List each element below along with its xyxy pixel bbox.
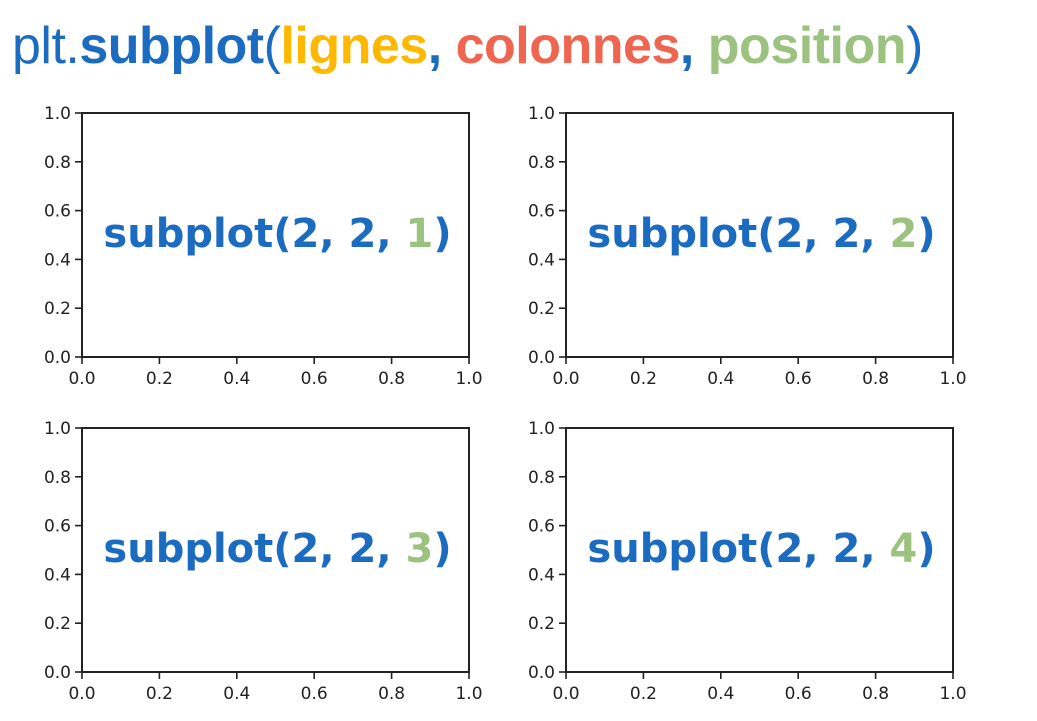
y-tick-label: 0.8 [44, 153, 71, 173]
subplot-label-position: 3 [405, 526, 433, 572]
y-tick-label: 0.0 [528, 348, 555, 368]
x-tick-label: 0.6 [301, 369, 328, 389]
y-tick-label: 1.0 [528, 104, 555, 124]
x-tick-label: 0.4 [223, 369, 250, 389]
subplot-label-suffix: ) [433, 211, 451, 257]
subplot-3: 0.0 0.2 0.4 0.6 0.8 1.0 0.0 0.2 0.4 0.6 0.8 1.0 subp… [44, 419, 483, 704]
x-tick-label: 0.0 [68, 369, 95, 389]
x-tick-label: 0.2 [630, 369, 657, 389]
y-tick-label: 0.4 [44, 565, 71, 585]
subplot-label-suffix: ) [433, 526, 451, 572]
header-arg-cols: colonnes [455, 17, 681, 75]
y-tick-label: 0.8 [528, 153, 555, 173]
header-open-paren: ( [263, 17, 281, 75]
y-tick-label: 0.6 [44, 202, 71, 222]
x-tick-label: 1.0 [455, 684, 482, 704]
x-tick-label: 1.0 [939, 684, 966, 704]
x-tick-label: 0.8 [862, 684, 889, 704]
x-tick-label: 0.8 [378, 684, 405, 704]
y-tick-label: 0.0 [44, 663, 71, 683]
y-tick-label: 0.6 [528, 202, 555, 222]
subplot-label-position: 4 [889, 526, 917, 572]
header-func: subplot [79, 17, 264, 75]
subplot-2: 0.0 0.2 0.4 0.6 0.8 1.0 0.0 0.2 0.4 0.6 0.8 1.0 subp… [528, 104, 967, 389]
y-tick-label: 0.4 [528, 250, 555, 270]
x-tick-label: 0.4 [707, 684, 734, 704]
y-tick-label: 0.2 [528, 614, 555, 634]
y-tick-label: 0.0 [528, 663, 555, 683]
x-tick-label: 0.6 [785, 684, 812, 704]
subplot-label-prefix: subplot(2, 2, [587, 211, 889, 257]
y-tick-label: 0.2 [44, 614, 71, 634]
y-tick-label: 0.0 [44, 348, 71, 368]
y-tick-label: 0.2 [528, 299, 555, 319]
x-tick-label: 0.4 [223, 684, 250, 704]
y-tick-label: 1.0 [44, 419, 71, 439]
x-tick-label: 0.8 [862, 369, 889, 389]
header-sep-2: , [679, 17, 708, 75]
x-tick-label: 0.2 [146, 369, 173, 389]
y-tick-label: 1.0 [44, 104, 71, 124]
subplot-label-position: 1 [405, 211, 433, 257]
header-arg-rows: lignes [280, 17, 428, 75]
subplot-4: 0.0 0.2 0.4 0.6 0.8 1.0 0.0 0.2 0.4 0.6 0.8 1.0 subp… [528, 419, 967, 704]
y-tick-label: 0.4 [528, 565, 555, 585]
y-tick-label: 0.8 [44, 468, 71, 488]
subplot-label-prefix: subplot(2, 2, [103, 211, 405, 257]
y-tick-label: 0.2 [44, 299, 71, 319]
x-tick-label: 0.0 [552, 684, 579, 704]
x-tick-label: 0.4 [707, 369, 734, 389]
y-tick-label: 1.0 [528, 419, 555, 439]
header-arg-pos: position [707, 17, 907, 75]
x-tick-label: 1.0 [455, 369, 482, 389]
x-tick-label: 0.6 [301, 684, 328, 704]
code-header: plt.subplot(lignes, colonnes, position) [12, 14, 923, 78]
subplot-label: subplot(2, 2, 2) [587, 211, 935, 257]
subplot-label: subplot(2, 2, 1) [103, 211, 451, 257]
y-tick-label: 0.8 [528, 468, 555, 488]
subplot-label-position: 2 [889, 211, 917, 257]
x-tick-label: 0.8 [378, 369, 405, 389]
x-tick-label: 0.0 [552, 369, 579, 389]
subplot-1: 0.0 0.2 0.4 0.6 0.8 1.0 0.0 0.2 0.4 0.6 0.8 1.0 subp… [44, 104, 483, 389]
y-tick-label: 0.6 [528, 517, 555, 537]
x-tick-label: 1.0 [939, 369, 966, 389]
subplot-label: subplot(2, 2, 3) [103, 526, 451, 572]
header-close-paren: ) [905, 17, 923, 75]
subplot-label-suffix: ) [917, 211, 935, 257]
subplot-label: subplot(2, 2, 4) [587, 526, 935, 572]
x-tick-label: 0.0 [68, 684, 95, 704]
x-tick-label: 0.6 [785, 369, 812, 389]
axes-frame [81, 427, 470, 673]
subplot-label-suffix: ) [917, 526, 935, 572]
header-prefix: plt. [12, 17, 80, 75]
header-sep-1: , [427, 17, 456, 75]
subplot-label-prefix: subplot(2, 2, [103, 526, 405, 572]
x-tick-label: 0.2 [630, 684, 657, 704]
y-tick-label: 0.6 [44, 517, 71, 537]
axes-frame [81, 112, 470, 358]
subplot-label-prefix: subplot(2, 2, [587, 526, 889, 572]
axes-frame [565, 427, 954, 673]
y-tick-label: 0.4 [44, 250, 71, 270]
axes-frame [565, 112, 954, 358]
x-tick-label: 0.2 [146, 684, 173, 704]
